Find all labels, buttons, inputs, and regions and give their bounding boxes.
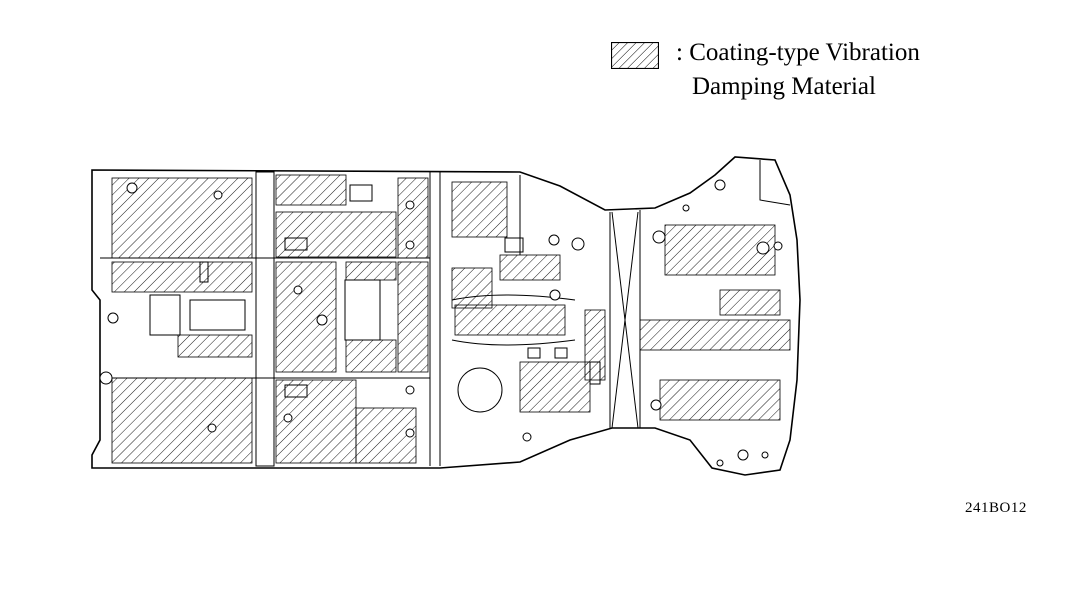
legend-separator: :: [676, 39, 683, 66]
legend-line2: Damping Material: [692, 73, 876, 100]
figure-id: 241BO12: [965, 500, 1027, 516]
holes: [99, 179, 783, 467]
legend-label: : Coating-type Vibration Damping Materia…: [676, 36, 920, 104]
coating-regions: [111, 174, 791, 464]
structural-lines: [100, 160, 791, 467]
legend-line1: Coating-type Vibration: [689, 39, 920, 66]
legend-hatch-swatch: [611, 42, 659, 69]
floor-outline: [91, 156, 801, 476]
